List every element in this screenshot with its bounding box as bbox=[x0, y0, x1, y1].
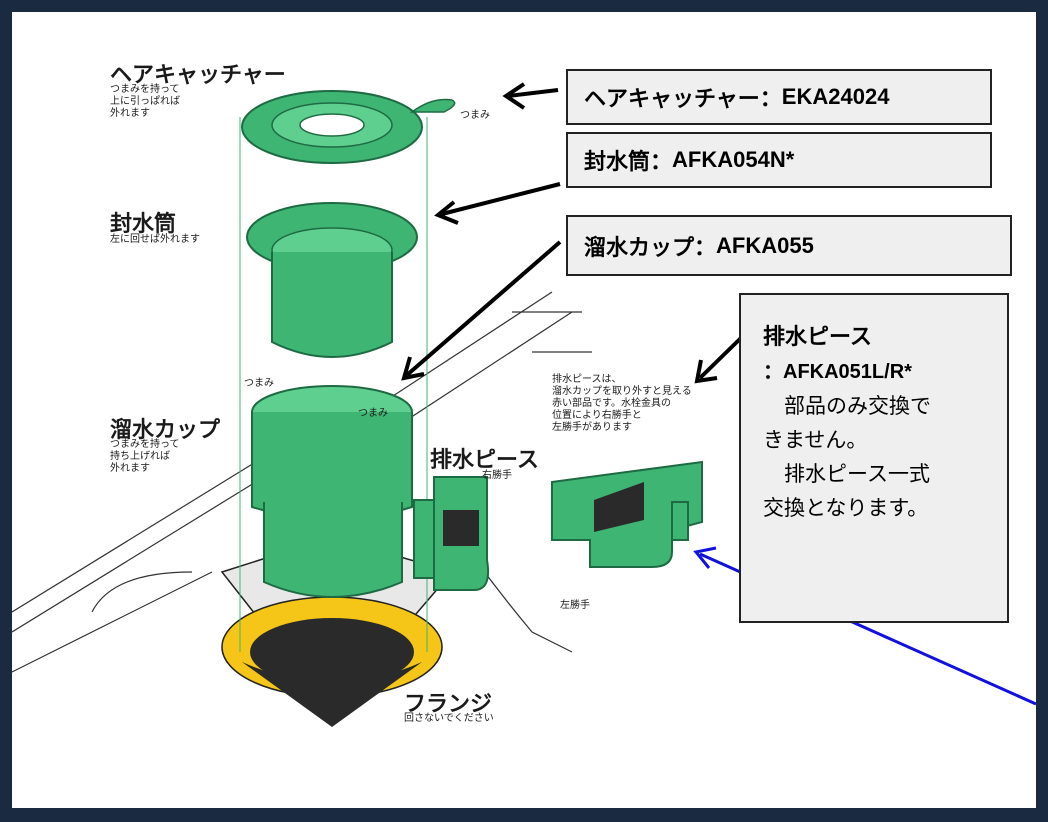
callout-drain-piece-note: 排水ピース一式 bbox=[763, 462, 930, 486]
exploded-view-illustration bbox=[12, 82, 1036, 727]
callout-trap-cup-code: AFKA055 bbox=[716, 232, 814, 258]
hair-catcher-desc: つまみを持って 上に引っぱれば 外れます bbox=[110, 84, 180, 120]
callout-drain-piece-note: 部品のみ交換で bbox=[763, 394, 931, 418]
callout-trap-cup: 溜水カップ：AFKA055 bbox=[566, 215, 1012, 276]
seal-tube-part bbox=[246, 202, 418, 358]
callout-arrows bbox=[401, 82, 746, 384]
callout-seal-tube-code: AFKA054N* bbox=[672, 147, 795, 172]
callout-seal-tube-name: 封水筒 bbox=[584, 150, 651, 175]
seal-tube-desc: 左に回せば外れます bbox=[110, 234, 200, 245]
flange-title: フランジ bbox=[404, 692, 493, 717]
drain-piece-right-part bbox=[413, 476, 490, 591]
trap-cup-desc-line: つまみを持って bbox=[110, 439, 180, 450]
drain-piece-note-line: 左勝手があります bbox=[552, 422, 632, 433]
trap-cup-knob-left: つまみ bbox=[244, 378, 274, 389]
trap-cup-part bbox=[251, 385, 413, 598]
callout-hair-catcher-code: EKA24024 bbox=[781, 84, 890, 109]
seal-tube-title: 封水筒 bbox=[110, 212, 177, 237]
callout-drain-piece-title: 排水ピース bbox=[763, 325, 872, 350]
hair-catcher-desc-line: 上に引っぱれば bbox=[110, 96, 180, 107]
drain-piece-note-line: 赤い部品です。水栓金具の bbox=[552, 398, 671, 409]
drain-piece-note: 排水ピースは、 溜水カップを取り外すと見える 赤い部品です。水栓金具の 位置によ… bbox=[552, 374, 692, 434]
drain-piece-note-line: 位置により右勝手と bbox=[552, 410, 642, 421]
drain-piece-left-hand: 左勝手 bbox=[560, 600, 590, 611]
diagram-canvas: ヘアキャッチャー つまみを持って 上に引っぱれば 外れます つまみ 封水筒 左に… bbox=[12, 12, 1036, 808]
callout-drain-piece: 排水ピース ：AFKA051L/R* 部品のみ交換で きません。 排水ピース一式… bbox=[739, 293, 1009, 623]
hair-catcher-title: ヘアキャッチャー bbox=[110, 63, 286, 88]
trap-cup-desc: つまみを持って 持ち上げれば 外れます bbox=[110, 439, 180, 475]
callout-seal-tube: 封水筒：AFKA054N* bbox=[566, 132, 992, 188]
hair-catcher-knob-label: つまみ bbox=[460, 110, 490, 121]
callout-drain-piece-note: きません。 bbox=[763, 428, 868, 452]
flange-desc: 回さないでください bbox=[404, 713, 494, 724]
callout-drain-piece-note: 交換となります。 bbox=[763, 496, 929, 520]
drain-piece-left-part bbox=[551, 460, 703, 568]
trap-cup-knob-right: つまみ bbox=[358, 408, 388, 419]
drain-piece-title: 排水ピース bbox=[430, 448, 539, 473]
callout-separator: ： bbox=[694, 235, 717, 261]
drain-piece-note-line: 溜水カップを取り外すと見える bbox=[552, 386, 692, 397]
trap-cup-desc-line: 外れます bbox=[110, 463, 150, 474]
hair-catcher-part bbox=[241, 90, 456, 164]
hair-catcher-desc-line: 外れます bbox=[110, 108, 150, 119]
callout-hair-catcher-name: ヘアキャッチャー bbox=[584, 87, 760, 112]
callout-separator: ： bbox=[759, 87, 782, 112]
drain-piece-right-hand: 右勝手 bbox=[482, 470, 512, 481]
callout-trap-cup-name: 溜水カップ bbox=[584, 235, 695, 261]
callout-hair-catcher: ヘアキャッチャー：EKA24024 bbox=[566, 69, 992, 125]
callout-drain-piece-code: ：AFKA051L/R* bbox=[763, 361, 912, 383]
trap-cup-title: 溜水カップ bbox=[110, 418, 221, 443]
drain-piece-note-line: 排水ピースは、 bbox=[552, 374, 622, 385]
callout-separator: ： bbox=[650, 150, 673, 175]
hair-catcher-desc-line: つまみを持って bbox=[110, 84, 180, 95]
trap-cup-desc-line: 持ち上げれば bbox=[110, 451, 170, 462]
